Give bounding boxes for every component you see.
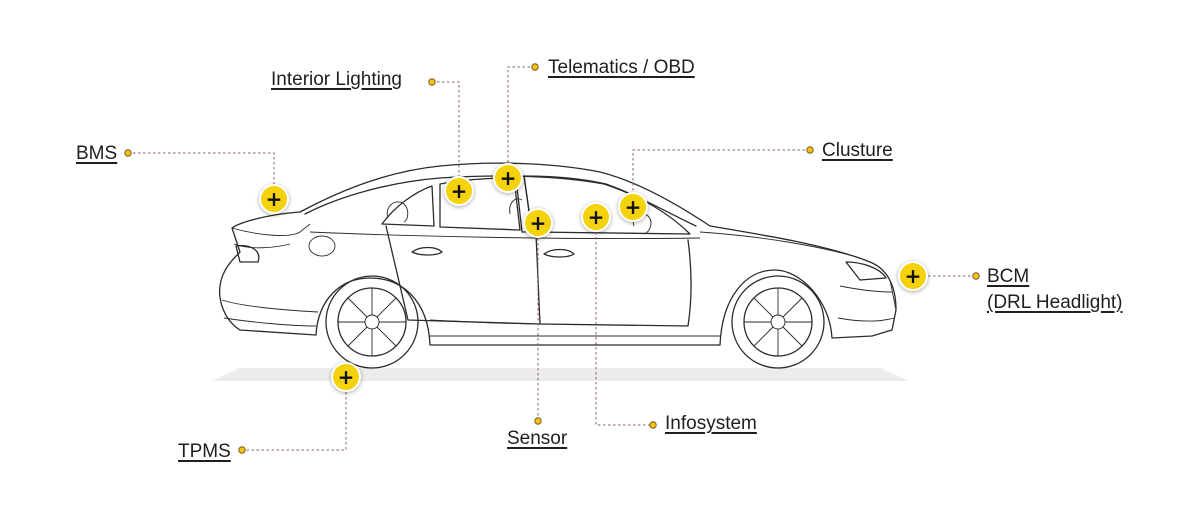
car-body-outline [218, 162, 897, 346]
hotspot-bcm-plus-icon[interactable]: + [898, 261, 928, 291]
label-tpms[interactable]: TPMS [178, 441, 231, 462]
ground-shadow [212, 368, 910, 381]
label-bcm-title: BCM [987, 266, 1030, 287]
dot-interior-lighting [428, 78, 436, 86]
label-bcm[interactable]: BCM (DRL Headlight) [987, 264, 1137, 316]
dot-bcm [972, 272, 980, 280]
leader-tpms [242, 377, 347, 451]
hotspot-telematics-plus-icon[interactable]: + [493, 163, 523, 193]
hotspot-interior-lighting-plus-icon[interactable]: + [444, 176, 474, 206]
hotspot-sensor-plus-icon[interactable]: + [523, 208, 553, 238]
leader-infosystem [595, 217, 653, 426]
leader-clusture [632, 149, 810, 207]
leader-interior-lighting [432, 81, 460, 191]
label-bcm-sub: (DRL Headlight) [987, 292, 1123, 313]
hotspot-clusture-plus-icon[interactable]: + [618, 192, 648, 222]
hotspot-infosystem-plus-icon[interactable]: + [581, 202, 611, 232]
dot-infosystem [649, 421, 657, 429]
label-clusture[interactable]: Clusture [822, 140, 893, 161]
dot-sensor [534, 417, 542, 425]
dot-clusture [806, 146, 814, 154]
label-infosystem[interactable]: Infosystem [665, 413, 757, 434]
label-telematics[interactable]: Telematics / OBD [548, 57, 695, 78]
hotspot-bms-plus-icon[interactable]: + [259, 184, 289, 214]
leader-bms [128, 152, 275, 199]
hotspot-tpms-plus-icon[interactable]: + [331, 362, 361, 392]
label-sensor[interactable]: Sensor [507, 428, 568, 449]
dot-bms [124, 149, 132, 157]
leader-telematics [507, 66, 535, 178]
label-interior-lighting[interactable]: Interior Lighting [271, 69, 402, 90]
dot-telematics [531, 63, 539, 71]
dot-tpms [238, 446, 246, 454]
label-bms[interactable]: BMS [76, 143, 118, 164]
